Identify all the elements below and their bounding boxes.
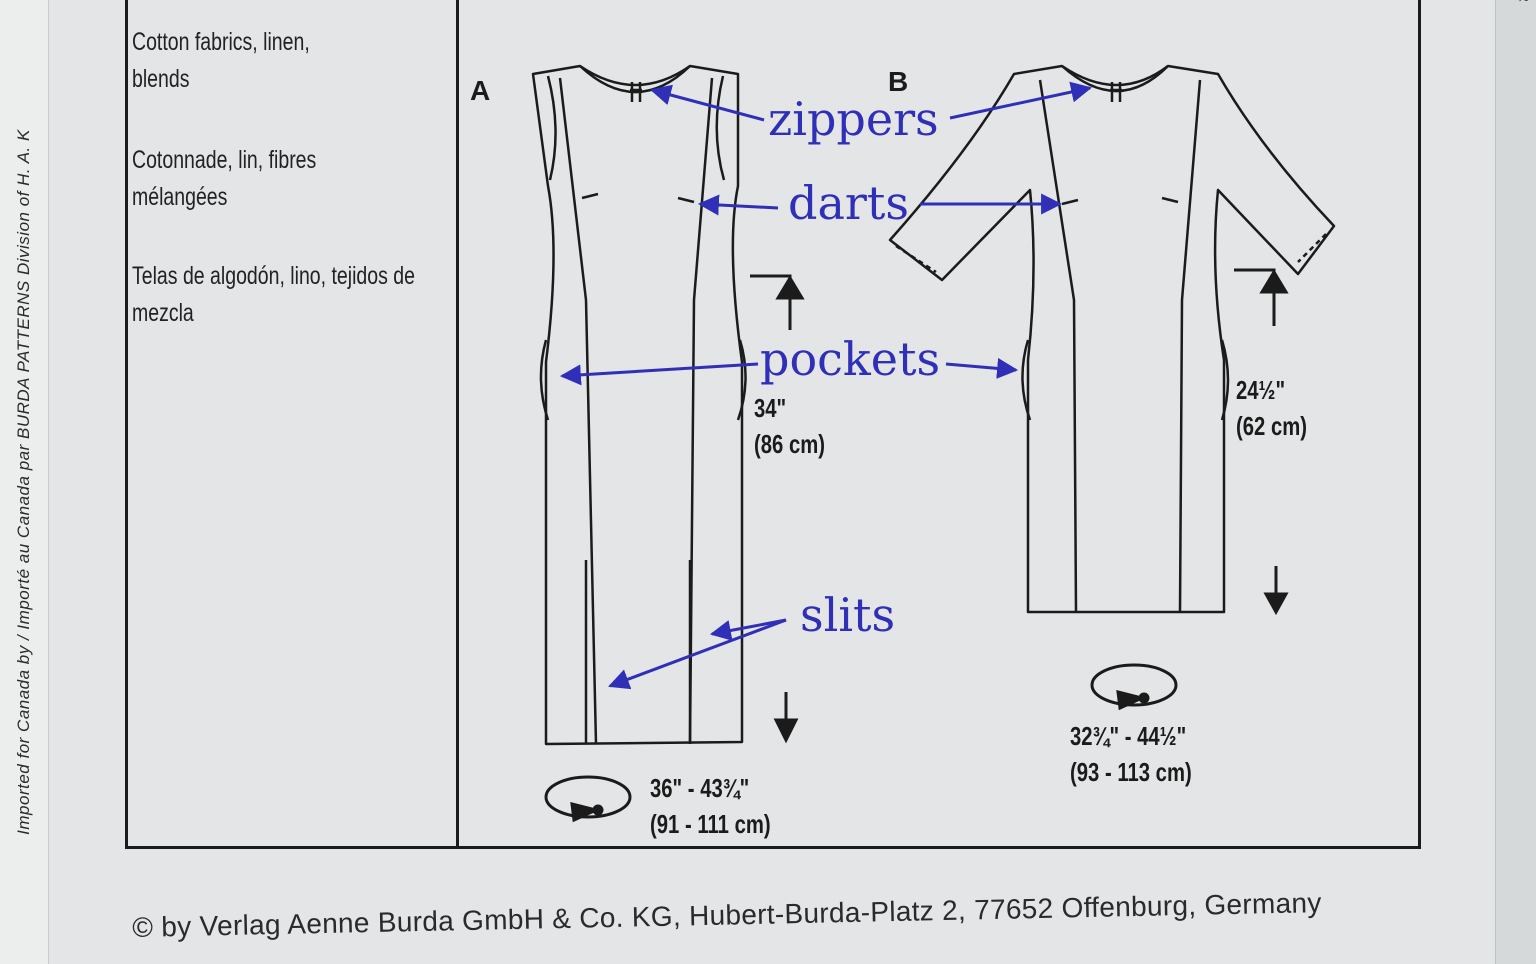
view-a-hem-in: 36" - 43¾": [650, 773, 750, 803]
view-a-hem-cm: (91 - 111 cm): [650, 809, 771, 839]
annotation-arrows: [559, 81, 1093, 690]
hem-circumference-icons: [544, 663, 1178, 823]
annotation-zippers: zippers: [768, 92, 939, 146]
view-b-length-cm: (62 cm): [1236, 411, 1308, 441]
fabric-spanish: Telas de algodón, lino, tejidos de mezcl…: [132, 262, 415, 327]
annotation-darts: darts: [788, 176, 909, 230]
view-b-length-in: 24½": [1236, 375, 1286, 405]
fabric-french: Cotonnade, lin, fibres mélangées: [132, 146, 317, 211]
pattern-table-frame: [125, 0, 1421, 849]
dress-a-outline: [531, 64, 747, 746]
view-a-hem: 36" - 43¾" (91 - 111 cm): [650, 770, 771, 842]
view-b-hem: 32¾" - 44½" (93 - 113 cm): [1070, 718, 1192, 790]
view-a-length-cm: (86 cm): [754, 429, 826, 459]
next-page-edge: PR: [1495, 0, 1536, 964]
view-b-hem-cm: (93 - 113 cm): [1070, 757, 1192, 787]
view-a-length: 34" (86 cm): [754, 390, 825, 462]
annotation-pockets: pockets: [760, 332, 941, 386]
view-a-label: A: [470, 75, 491, 106]
view-b-label: B: [888, 66, 909, 97]
view-a-length-in: 34": [754, 393, 787, 423]
column-divider: [456, 0, 459, 849]
pattern-envelope-spine: Imported for Canada by / Importé au Cana…: [0, 0, 49, 964]
view-b-length: 24½" (62 cm): [1236, 372, 1307, 444]
length-markers: [750, 268, 1289, 744]
fabric-english: Cotton fabrics, linen, blends: [132, 28, 310, 93]
view-b-hem-in: 32¾" - 44½": [1070, 721, 1187, 751]
dress-b-outline: [888, 64, 1336, 614]
annotation-slits: slits: [800, 588, 896, 642]
